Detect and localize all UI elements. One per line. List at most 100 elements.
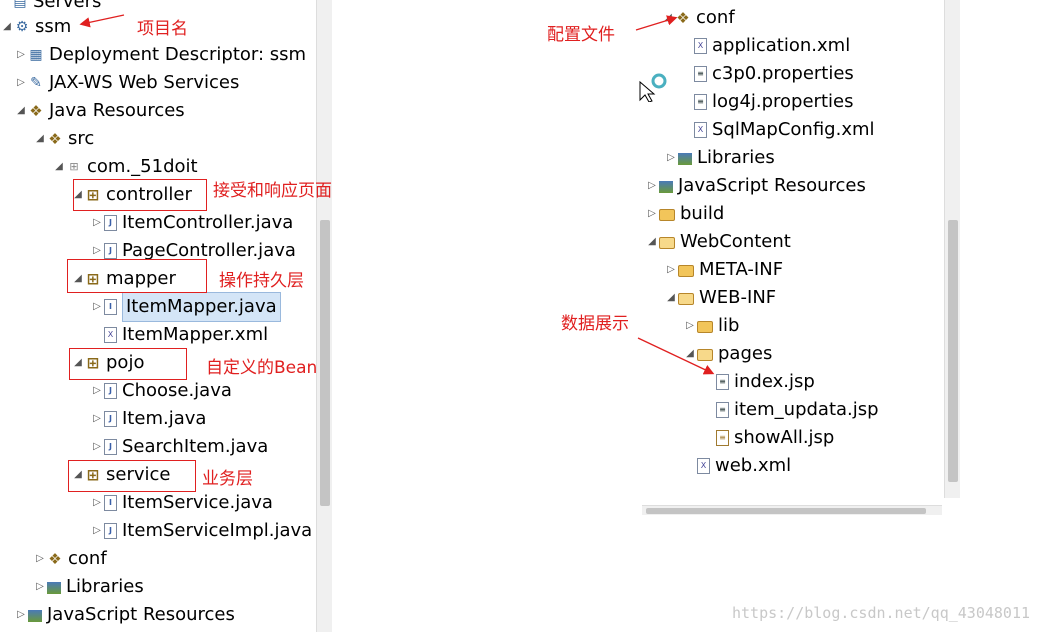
- tree-item-js-resources[interactable]: ▷ JavaScript Resources: [14, 601, 235, 629]
- tree-item-build[interactable]: ▷ build: [645, 200, 724, 228]
- tree-item-item-mapper-java[interactable]: ▷ I ItemMapper.java: [90, 292, 281, 322]
- collapse-arrow-icon[interactable]: ▷: [93, 301, 101, 312]
- expand-arrow-icon[interactable]: ◢: [74, 357, 82, 368]
- scrollbar-thumb[interactable]: [646, 508, 926, 514]
- tree-item-showall-jsp[interactable]: ≡ showAll.jsp: [702, 424, 834, 452]
- properties-file-icon: ≡: [694, 94, 707, 110]
- tree-item-webinf[interactable]: ◢ WEB-INF: [664, 284, 776, 312]
- empty-package-icon: ⊞: [69, 160, 79, 173]
- tree-item-src[interactable]: ◢ ❖ src: [33, 125, 94, 153]
- tree-item-c3p0[interactable]: ≡ c3p0.properties: [680, 60, 854, 88]
- collapse-arrow-icon[interactable]: ▷: [36, 553, 44, 564]
- tree-item-item-controller[interactable]: ▷ J ItemController.java: [90, 209, 293, 237]
- tree-item-item-java[interactable]: ▷ J Item.java: [90, 405, 206, 433]
- expand-arrow-icon[interactable]: ◢: [74, 469, 82, 480]
- folder-icon: [697, 321, 713, 333]
- source-folder-icon: ❖: [48, 130, 62, 148]
- servers-icon: ▤: [13, 0, 27, 10]
- tree-item-index-jsp[interactable]: ≡ index.jsp: [702, 368, 815, 396]
- expand-arrow-icon[interactable]: ◢: [686, 348, 694, 359]
- java-file-icon: J: [104, 215, 117, 231]
- tree-item-item-service-impl[interactable]: ▷ J ItemServiceImpl.java: [90, 517, 312, 545]
- busy-cursor-icon: [638, 72, 668, 103]
- arrow-config: [635, 15, 678, 31]
- collapse-arrow-icon[interactable]: ▷: [17, 609, 25, 620]
- collapse-arrow-icon[interactable]: ▷: [17, 49, 25, 60]
- expand-arrow-icon[interactable]: ◢: [74, 189, 82, 200]
- collapse-arrow-icon[interactable]: ▷: [17, 77, 25, 88]
- tree-item-servers[interactable]: ▤ Servers: [12, 0, 101, 16]
- tree-item-libraries-right[interactable]: ▷ Libraries: [664, 144, 775, 172]
- collapse-arrow-icon[interactable]: ▷: [667, 152, 675, 163]
- right-vertical-scrollbar[interactable]: [944, 0, 960, 498]
- libraries-icon: [678, 153, 692, 165]
- expand-arrow-icon[interactable]: ◢: [74, 273, 82, 284]
- jsp-file-icon: ≡: [716, 430, 729, 446]
- tree-item-mapper[interactable]: ◢ ⊞ mapper: [71, 265, 176, 293]
- collapse-arrow-icon[interactable]: ▷: [93, 441, 101, 452]
- tree-item-pojo[interactable]: ◢ ⊞ pojo: [71, 349, 144, 377]
- package-icon: ⊞: [86, 186, 100, 204]
- tree-item-choose-java[interactable]: ▷ J Choose.java: [90, 377, 232, 405]
- tree-item-java-resources[interactable]: ◢ ❖ Java Resources: [14, 97, 185, 125]
- tree-item-sqlmap[interactable]: X SqlMapConfig.xml: [680, 116, 875, 144]
- java-interface-icon: I: [104, 299, 117, 315]
- left-vertical-scrollbar[interactable]: [316, 0, 332, 632]
- tree-item-page-controller[interactable]: ▷ J PageController.java: [90, 237, 296, 265]
- tree-item-search-item-java[interactable]: ▷ J SearchItem.java: [90, 433, 268, 461]
- tree-item-lib[interactable]: ▷ lib: [683, 312, 739, 340]
- tree-item-item-updata-jsp[interactable]: ≡ item_updata.jsp: [702, 396, 879, 424]
- tree-item-deployment-descriptor[interactable]: ▷ ▦ Deployment Descriptor: ssm: [14, 41, 306, 69]
- collapse-arrow-icon[interactable]: ▷: [93, 385, 101, 396]
- tree-item-package-root[interactable]: ◢ ⊞ com._51doit: [52, 153, 197, 181]
- collapse-arrow-icon[interactable]: ▷: [667, 264, 675, 275]
- expand-arrow-icon[interactable]: ◢: [55, 161, 63, 172]
- tree-item-pages[interactable]: ◢ pages: [683, 340, 772, 368]
- tree-item-web-xml[interactable]: X web.xml: [683, 452, 791, 480]
- collapse-arrow-icon[interactable]: ▷: [93, 497, 101, 508]
- jsp-file-icon: ≡: [716, 402, 729, 418]
- tree-item-log4j[interactable]: ≡ log4j.properties: [680, 88, 853, 116]
- tree-item-js-resources-right[interactable]: ▷ JavaScript Resources: [645, 172, 866, 200]
- tree-item-metainf[interactable]: ▷ META-INF: [664, 256, 783, 284]
- tree-item-application-xml[interactable]: X application.xml: [680, 32, 850, 60]
- scrollbar-thumb[interactable]: [320, 220, 330, 506]
- collapse-arrow-icon[interactable]: ▷: [93, 413, 101, 424]
- java-file-icon: J: [104, 243, 117, 259]
- expand-arrow-icon[interactable]: ◢: [36, 133, 44, 144]
- collapse-arrow-icon[interactable]: ▷: [36, 581, 44, 592]
- tree-item-jaxws[interactable]: ▷ ✎ JAX-WS Web Services: [14, 69, 239, 97]
- collapse-arrow-icon[interactable]: ▷: [648, 208, 656, 219]
- project-explorer-right: ◢ ❖ conf X application.xml ≡ c3p0.proper…: [634, 0, 960, 515]
- highlight-box-pojo: [69, 348, 187, 380]
- expand-arrow-icon[interactable]: ◢: [648, 236, 656, 247]
- tree-item-webcontent[interactable]: ◢ WebContent: [645, 228, 791, 256]
- collapse-arrow-icon[interactable]: ▷: [686, 320, 694, 331]
- right-horizontal-scrollbar[interactable]: [642, 505, 942, 515]
- arrow-project-name: [79, 14, 125, 28]
- tree-item-service[interactable]: ◢ ⊞ service: [71, 461, 170, 489]
- tree-item-project-ssm[interactable]: ◢ ⚙ ssm: [0, 13, 71, 41]
- collapse-arrow-icon[interactable]: ▷: [93, 217, 101, 228]
- expand-arrow-icon[interactable]: ◢: [3, 21, 11, 32]
- watermark: https://blog.csdn.net/qq_43048011: [731, 604, 1030, 622]
- jsp-file-icon: ≡: [716, 374, 729, 390]
- java-resources-icon: ❖: [29, 102, 43, 120]
- collapse-arrow-icon[interactable]: ▷: [93, 525, 101, 536]
- folder-icon: [659, 209, 675, 221]
- tree-item-item-service[interactable]: ▷ I ItemService.java: [90, 489, 273, 517]
- properties-file-icon: ≡: [694, 66, 707, 82]
- expand-arrow-icon[interactable]: ◢: [667, 292, 675, 303]
- highlight-box-service: [68, 460, 196, 492]
- tree-item-libraries[interactable]: ▷ Libraries: [33, 573, 144, 601]
- tree-item-conf[interactable]: ▷ ❖ conf: [33, 545, 107, 573]
- source-folder-icon: ❖: [676, 9, 690, 27]
- annotation-pojo: 自定义的Bean: [206, 358, 318, 378]
- java-file-icon: J: [104, 383, 117, 399]
- tree-item-item-mapper-xml[interactable]: X ItemMapper.xml: [90, 321, 268, 349]
- expand-arrow-icon[interactable]: ◢: [17, 105, 25, 116]
- collapse-arrow-icon[interactable]: ▷: [93, 245, 101, 256]
- scrollbar-thumb[interactable]: [948, 220, 958, 482]
- tree-item-controller[interactable]: ◢ ⊞ controller: [71, 181, 192, 209]
- collapse-arrow-icon[interactable]: ▷: [648, 180, 656, 191]
